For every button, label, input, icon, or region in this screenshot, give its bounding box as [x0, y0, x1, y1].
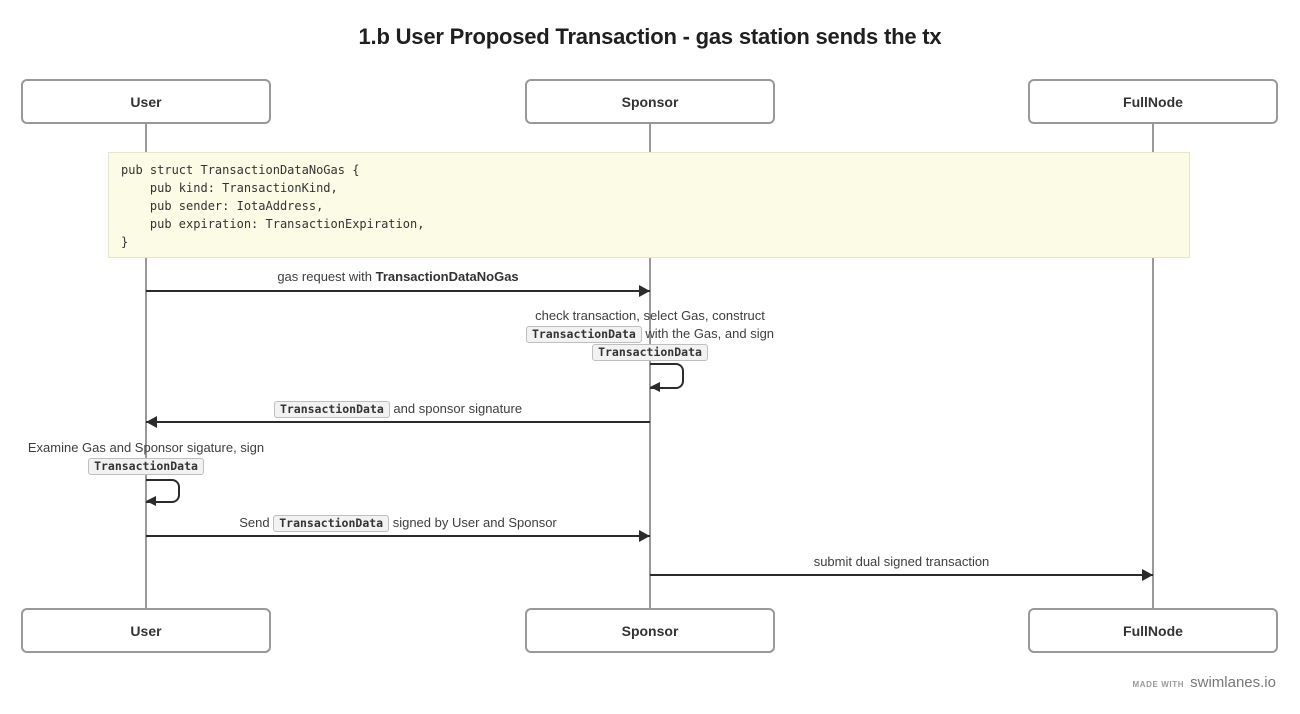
diagram-title: 1.b User Proposed Transaction - gas stat… [358, 24, 942, 49]
code-tag: TransactionData [88, 458, 204, 475]
message-text: Examine Gas and Sponsor sigature, sign [27, 440, 265, 455]
arrowhead-left-icon [146, 496, 156, 506]
message-arrow-send-signed [146, 535, 650, 537]
message-label-send-signed: Send TransactionData signed by User and … [146, 514, 650, 532]
code-note-line: pub kind: TransactionKind, [121, 181, 338, 195]
user-self-line2: TransactionData [0, 457, 306, 475]
code-tag: TransactionData [525, 326, 642, 343]
message-text: signed by User and Sponsor [389, 515, 557, 530]
actor-box-sponsor-top: Sponsor [525, 79, 775, 124]
actor-label-fullnode-bottom: FullNode [1123, 622, 1183, 639]
actor-box-user-bottom: User [21, 608, 271, 653]
actor-label-user-top: User [130, 93, 162, 110]
sponsor-self-line3: TransactionData [400, 343, 900, 361]
code-note-line: pub expiration: TransactionExpiration, [121, 217, 425, 231]
arrowhead-left-icon [146, 416, 157, 428]
message-text: Send [239, 515, 274, 530]
actor-box-sponsor-bottom: Sponsor [525, 608, 775, 653]
message-label-sponsor-reply: TransactionData and sponsor signature [146, 400, 650, 418]
message-text: with the Gas, and sign [641, 326, 775, 341]
message-label-sponsor-self: check transaction, select Gas, construct… [400, 307, 900, 361]
code-tag: TransactionData [592, 344, 708, 361]
actor-label-fullnode-top: FullNode [1123, 93, 1183, 110]
message-arrow-gas-request [146, 290, 650, 292]
made-with-label: MADE WITH [1132, 680, 1185, 689]
code-tag: TransactionData [273, 515, 390, 532]
arrowhead-right-icon [1142, 569, 1153, 581]
message-text: and sponsor signature [389, 401, 523, 416]
self-loop-user [146, 479, 180, 503]
message-label-submit: submit dual signed transaction [650, 553, 1153, 571]
actor-label-user-bottom: User [130, 622, 162, 639]
swimlanes-io-link[interactable]: swimlanes.io [1190, 674, 1276, 691]
message-arrow-submit [650, 574, 1153, 576]
message-label-user-self: Examine Gas and Sponsor sigature, sign T… [0, 439, 306, 475]
actor-box-user-top: User [21, 79, 271, 124]
code-tag: TransactionData [273, 401, 390, 418]
footer: MADE WITH swimlanes.io [1133, 674, 1277, 691]
code-note-line: pub struct TransactionDataNoGas { [121, 163, 360, 177]
user-self-line1: Examine Gas and Sponsor sigature, sign [0, 439, 306, 457]
actor-box-fullnode-top: FullNode [1028, 79, 1278, 124]
self-loop-sponsor [650, 363, 684, 389]
arrowhead-right-icon [639, 285, 650, 297]
code-note: pub struct TransactionDataNoGas { pub ki… [108, 152, 1190, 258]
actor-box-fullnode-bottom: FullNode [1028, 608, 1278, 653]
arrowhead-right-icon [639, 530, 650, 542]
message-arrow-sponsor-reply [146, 421, 650, 423]
message-label-gas-request: gas request with TransactionDataNoGas [146, 268, 650, 286]
sponsor-self-line2: TransactionData with the Gas, and sign [400, 325, 900, 343]
code-note-line: } [121, 235, 129, 249]
lifeline-user [145, 124, 147, 608]
message-text: check transaction, select Gas, construct [535, 308, 765, 323]
message-text: submit dual signed transaction [813, 554, 990, 569]
sponsor-self-line1: check transaction, select Gas, construct [400, 307, 900, 325]
arrowhead-left-icon [650, 382, 660, 392]
lifeline-fullnode [1152, 124, 1154, 608]
message-text: gas request with [277, 269, 376, 284]
actor-label-sponsor-top: Sponsor [621, 93, 679, 110]
code-note-line: pub sender: IotaAddress, [121, 199, 324, 213]
actor-label-sponsor-bottom: Sponsor [621, 622, 679, 639]
message-text-bold: TransactionDataNoGas [375, 269, 519, 284]
